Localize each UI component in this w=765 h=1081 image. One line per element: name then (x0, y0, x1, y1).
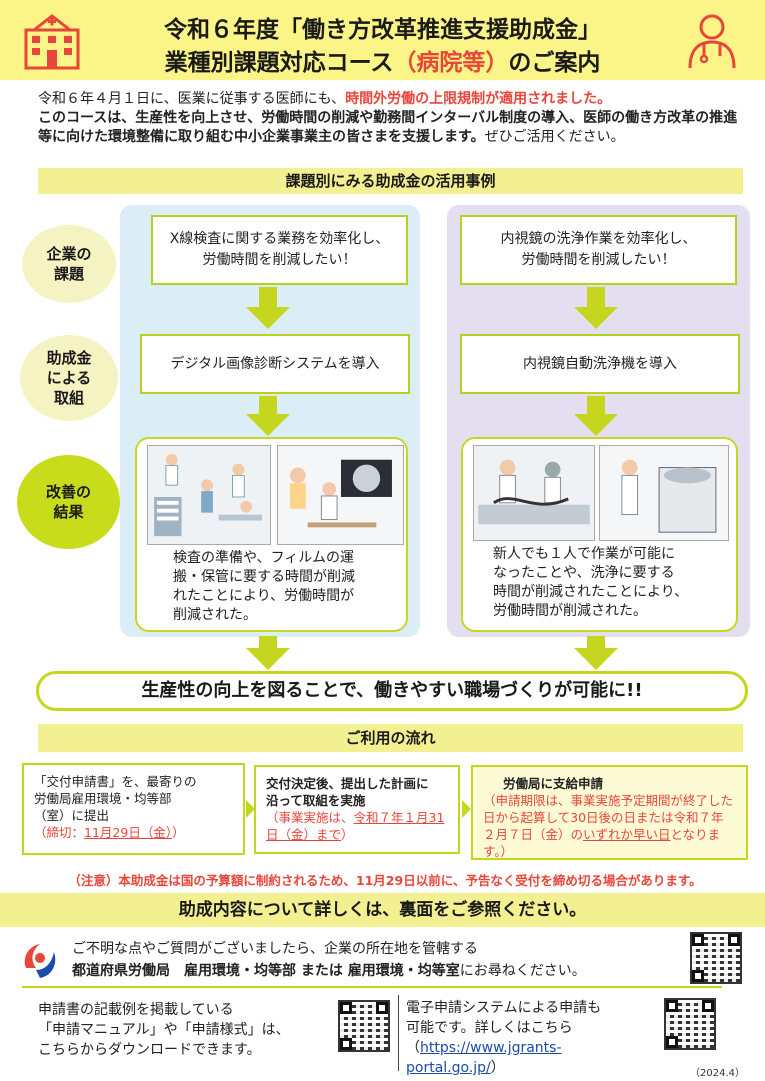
label-result: 改善の結果 (17, 455, 120, 549)
flow-step-2: 交付決定後、提出した計画に 沿って取組を実施 （事業実施は、令和７年１月31日（… (254, 765, 460, 854)
xray-room-illustration (147, 445, 271, 545)
jgrants-link[interactable]: https://www.jgrants-portal.go.jp/ (406, 1040, 562, 1076)
right-issue-box: 内視鏡の洗浄作業を効率化し、労働時間を削減したい！ (460, 215, 737, 285)
left-result-text: 検査の準備や、フィルムの運 搬・保管に要する時間が削減 れたことにより、労働時間… (173, 550, 355, 623)
label-issue: 企業の課題 (22, 225, 116, 303)
right-action-box: 内視鏡自動洗浄機を導入 (460, 334, 740, 394)
page-title-line2: 業種別課題対応コース（病院等）のご案内 (164, 50, 601, 76)
section-title-flow: ご利用の流れ (38, 724, 743, 752)
conclusion-banner: 生産性の向上を図ることで、働きやすい職場づくりが可能に!! (36, 671, 748, 711)
right-result-text: 新人でも１人で作業が可能に なったことや、洗浄に要する 時間が削減されたことによ… (493, 546, 689, 619)
qr-code-icon[interactable] (664, 998, 716, 1050)
hospital-icon (24, 14, 80, 70)
contact-text-line1: ご不明な点やご質問がございましたら、企業の所在地を管轄する (72, 941, 478, 957)
page-title-line1: 令和６年度「働き方改革推進支援助成金」 (164, 17, 601, 43)
label-action: 助成金による取組 (20, 335, 118, 421)
contact-text-line2: 都道府県労働局 雇用環境・均等部 または 雇用環境・均等室にお尋ねください。 (72, 963, 586, 979)
arrow-right-icon (246, 800, 255, 818)
header: 令和６年度「働き方改革推進支援助成金」 業種別課題対応コース（病院等）のご案内 (0, 0, 765, 80)
doctor-icon (688, 14, 736, 69)
qr-code-icon[interactable] (690, 932, 742, 984)
doctor-xray-illustration (277, 445, 404, 545)
arrow-right-icon (462, 800, 471, 818)
issue-date: （2024.4） (690, 1068, 745, 1079)
left-result-box: 検査の準備や、フィルムの運 搬・保管に要する時間が削減 れたことにより、労働時間… (135, 437, 408, 632)
qr-code-icon[interactable] (338, 1000, 390, 1052)
section-title-cases: 課題別にみる助成金の活用事例 (38, 168, 743, 194)
ministry-logo-icon (24, 944, 56, 978)
flow-step-3: 労働局に支給申請 （申請期限は、事業実施予定期間が終了した日から起算して30日後… (471, 765, 748, 860)
left-action-box: デジタル画像診断システムを導入 (140, 334, 410, 394)
flow-step-1: 「交付申請書」を、最寄りの 労働局雇用環境・均等部 （室）に提出 （締切：11月… (22, 763, 245, 855)
intro-text: 令和６年４月１日に、医業に従事する医師にも、時間外労働の上限規制が適用されました… (38, 91, 738, 145)
endoscope-washing-illustration (473, 445, 595, 541)
right-result-box: 新人でも１人で作業が可能に なったことや、洗浄に要する 時間が削減されたことによ… (461, 437, 738, 632)
divider (22, 986, 722, 988)
esystem-info: 電子申請システムによる申請も 可能です。詳しくはこちら （https://www… (406, 1000, 602, 1076)
caution-note: （注意）本助成金は国の予算額に制約されるため、11月29日以前に、予告なく受付を… (68, 873, 702, 888)
divider (398, 995, 399, 1071)
download-info: 申請書の記載例を掲載している 「申請マニュアル」や「申請様式」は、 こちらからダ… (38, 1002, 290, 1058)
left-issue-box: X線検査に関する業務を効率化し、労働時間を削減したい！ (151, 215, 408, 285)
auto-washer-illustration (599, 445, 729, 541)
section-title-detail: 助成内容について詳しくは、裏面をご参照ください。 (0, 893, 765, 927)
